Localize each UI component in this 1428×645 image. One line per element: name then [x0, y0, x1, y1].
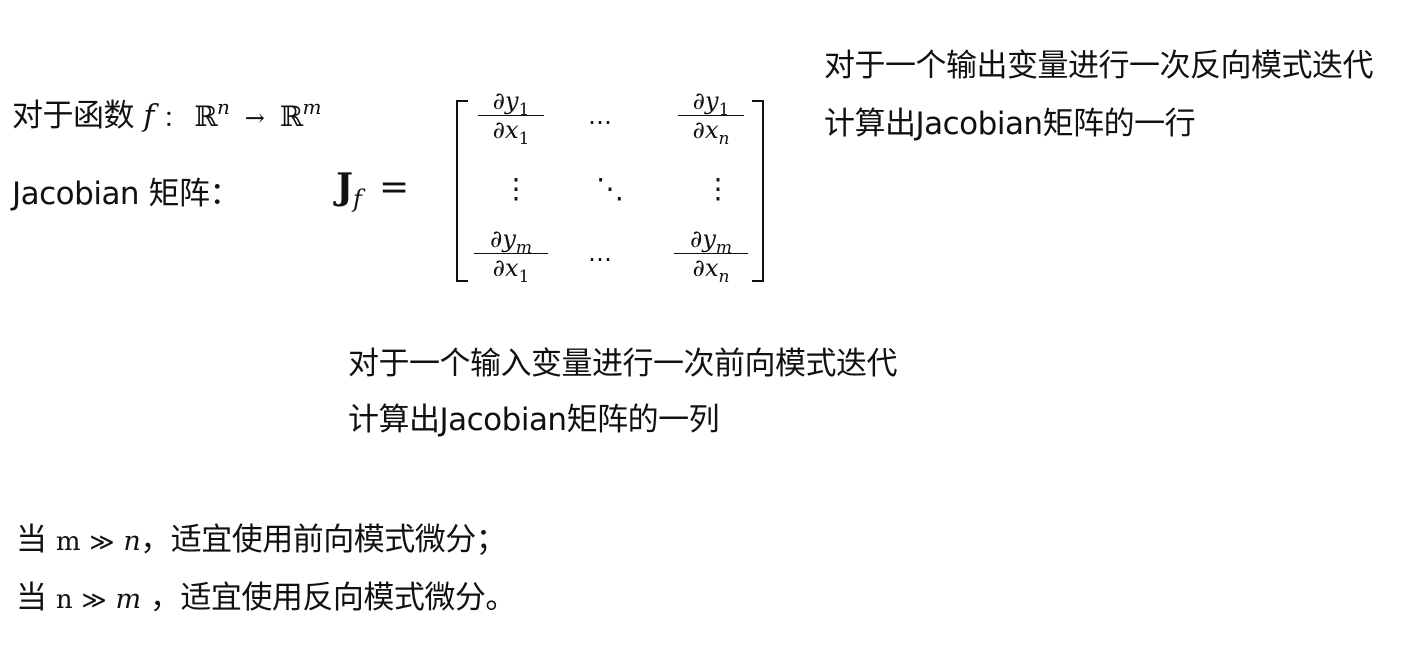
subscript: 1 — [518, 100, 530, 120]
denominator: ∂xn — [674, 254, 748, 286]
codomain-symbol: ℝm — [279, 97, 322, 133]
conclusion-prefix: 当 — [16, 580, 47, 616]
matrix-right-bracket — [752, 100, 764, 282]
codomain-set: ℝ — [279, 100, 303, 133]
jacobian-equals: = — [379, 167, 410, 208]
var-n: n — [55, 585, 73, 615]
domain-exponent: n — [216, 95, 230, 119]
denominator: ∂x1 — [474, 254, 548, 286]
partial-x: ∂x — [492, 116, 519, 144]
subscript: 1 — [718, 100, 730, 120]
fraction-bar — [674, 253, 748, 254]
subscript: n — [718, 129, 730, 149]
subscript: 1 — [518, 267, 530, 287]
partial-y: ∂y — [689, 225, 716, 253]
fraction-bar — [474, 253, 548, 254]
forward-mode-note-line1: 对于一个输入变量进行一次前向模式迭代 — [348, 346, 898, 382]
matrix-cell-top-right: ∂y1 ∂xn — [678, 87, 744, 148]
partial-x: ∂x — [492, 254, 519, 282]
partial-y: ∂y — [489, 225, 516, 253]
matrix-cell-bottom-left: ∂ym ∂x1 — [474, 225, 548, 286]
subscript: n — [718, 267, 730, 287]
conclusion-reverse: 当 n ≫ m ，适宜使用反向模式微分。 — [16, 572, 516, 617]
var-m: m — [55, 527, 81, 557]
conclusion-suffix: ，适宜使用反向模式微分。 — [149, 580, 517, 616]
numerator: ∂y1 — [478, 87, 544, 119]
matrix-hdots-top: ⋯ — [588, 108, 612, 136]
partial-x: ∂x — [692, 116, 719, 144]
var-m: m — [115, 584, 141, 615]
denominator: ∂x1 — [478, 116, 544, 148]
function-colon: ： — [163, 107, 185, 132]
denominator: ∂xn — [678, 116, 744, 148]
fraction-bar — [478, 115, 544, 116]
var-n: n — [123, 526, 141, 557]
function-prefix: 对于函数 — [12, 98, 135, 134]
conclusion-suffix: ，适宜使用前向模式微分； — [140, 522, 507, 558]
jacobian-subscript: f — [353, 185, 362, 213]
domain-set: ℝ — [194, 100, 217, 133]
reverse-mode-note-line2: 计算出Jacobian矩阵的一行 — [824, 106, 1196, 142]
fraction-bar — [678, 115, 744, 116]
reverse-mode-note-line1: 对于一个输出变量进行一次反向模式迭代 — [824, 48, 1374, 84]
subscript: m — [515, 238, 533, 258]
matrix-hdots-bottom: ⋯ — [588, 245, 612, 273]
matrix-cell-bottom-right: ∂ym ∂xn — [674, 225, 748, 286]
mapping-arrow: → — [244, 104, 265, 132]
jacobian-bold-j: J — [336, 166, 354, 208]
function-definition: 对于函数 f ： ℝn → ℝm — [12, 90, 321, 135]
matrix-ddots-center: ⋱ — [596, 172, 624, 205]
forward-mode-note-line2: 计算出Jacobian矩阵的一列 — [348, 402, 720, 438]
matrix-cell-top-left: ∂y1 ∂x1 — [478, 87, 544, 148]
numerator: ∂y1 — [678, 87, 744, 119]
partial-x: ∂x — [692, 254, 719, 282]
numerator: ∂ym — [474, 225, 548, 257]
matrix-vdots-left: ⋮ — [502, 172, 530, 205]
partial-y: ∂y — [492, 87, 519, 115]
partial-y: ∂y — [692, 87, 719, 115]
much-greater-symbol: ≫ — [89, 528, 114, 556]
much-greater-symbol: ≫ — [81, 586, 107, 614]
matrix-left-bracket — [456, 100, 468, 282]
conclusion-prefix: 当 — [16, 522, 47, 558]
subscript: m — [715, 238, 733, 258]
conclusion-forward: 当 m ≫ n，适宜使用前向模式微分； — [16, 514, 507, 559]
codomain-exponent: m — [302, 95, 321, 119]
function-symbol: f — [143, 99, 154, 134]
subscript: 1 — [518, 129, 530, 149]
matrix-vdots-right: ⋮ — [704, 172, 732, 205]
jacobian-label: Jacobian 矩阵： — [12, 176, 240, 212]
numerator: ∂ym — [674, 225, 748, 257]
jacobian-symbol: Jf = — [336, 166, 410, 213]
domain-symbol: ℝn — [194, 97, 230, 133]
